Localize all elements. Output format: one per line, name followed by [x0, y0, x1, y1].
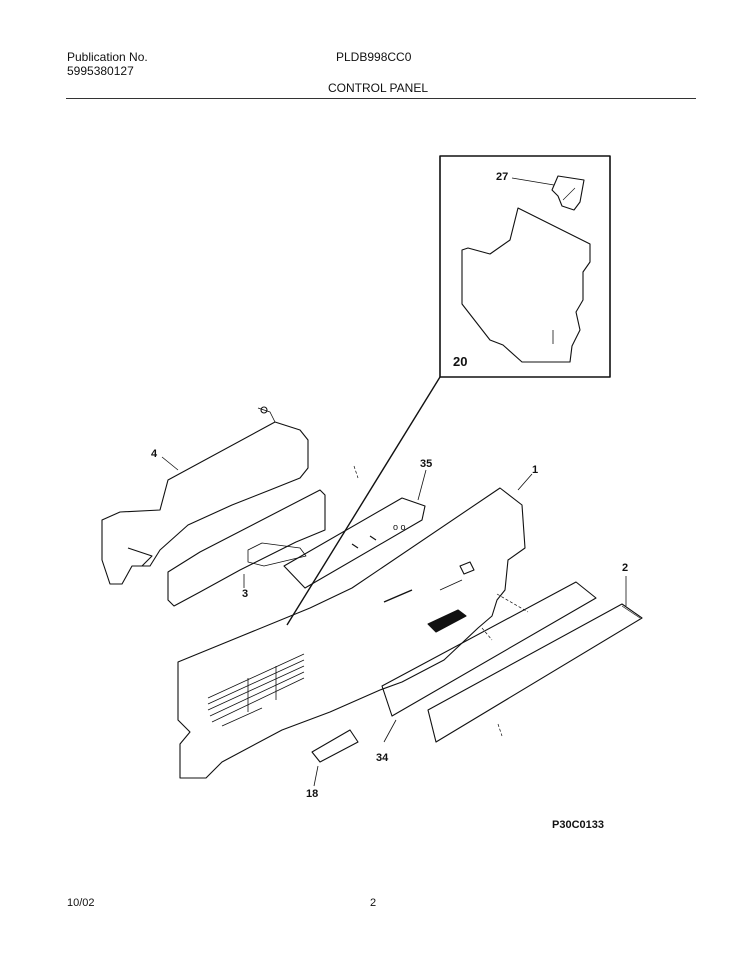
leader-34 — [383, 719, 397, 743]
page-number: 2 — [370, 897, 377, 909]
callout-20: 20 — [453, 354, 468, 369]
model-number: PLDB998CC0 — [336, 50, 412, 64]
leader-35 — [417, 469, 427, 501]
part-18-badge — [311, 729, 359, 763]
footer-date: 10/02 — [67, 897, 95, 909]
part-1-clip — [459, 561, 475, 575]
leader-4 — [161, 456, 179, 471]
part-35-marking: o o — [393, 522, 406, 532]
leader-27 — [511, 177, 555, 186]
leader-18 — [313, 765, 319, 787]
part-20-control-board — [461, 207, 591, 363]
callout-4: 4 — [151, 448, 158, 460]
part-4-notch — [127, 547, 153, 567]
callout-35: 35 — [420, 458, 433, 470]
leader-1 — [517, 473, 533, 491]
part-1-connector — [427, 609, 467, 633]
part-4-shield — [101, 421, 309, 585]
part-35-switch-board — [283, 497, 426, 589]
part-3-panel — [167, 489, 326, 607]
callout-2: 2 — [622, 562, 629, 574]
hidden-line — [353, 465, 359, 479]
header-divider — [66, 98, 696, 99]
hidden-line — [497, 723, 503, 737]
part-34-trim-strip — [381, 581, 597, 717]
section-title: CONTROL PANEL — [328, 81, 429, 95]
part-4-screw — [257, 407, 276, 423]
part-2-trim-strip — [427, 603, 643, 743]
inset-leader — [286, 376, 441, 626]
publication-label: Publication No. — [67, 50, 148, 64]
callout-3: 3 — [242, 588, 249, 600]
part-2-edge — [621, 605, 641, 619]
part-1-control-panel — [177, 487, 526, 779]
part-1-vents — [207, 653, 305, 723]
publication-number: 5995380127 — [67, 64, 134, 78]
drawing-reference: P30C0133 — [552, 819, 604, 831]
callout-1: 1 — [532, 464, 539, 476]
callout-18: 18 — [306, 788, 319, 800]
part-27-detail — [562, 187, 576, 201]
hidden-line — [496, 593, 529, 613]
callout-27: 27 — [496, 171, 509, 183]
part-3-wire-harness — [247, 542, 307, 567]
hidden-line — [481, 627, 493, 641]
inset-frame — [439, 155, 611, 378]
part-35-detail — [351, 543, 359, 549]
part-1-slot — [383, 589, 413, 603]
part-35-detail — [369, 535, 377, 541]
part-1-pin — [439, 579, 463, 591]
screw-icon — [260, 406, 268, 414]
part-1-edge-detail — [221, 707, 263, 727]
callout-34: 34 — [376, 752, 389, 764]
part-27-component — [551, 175, 585, 211]
